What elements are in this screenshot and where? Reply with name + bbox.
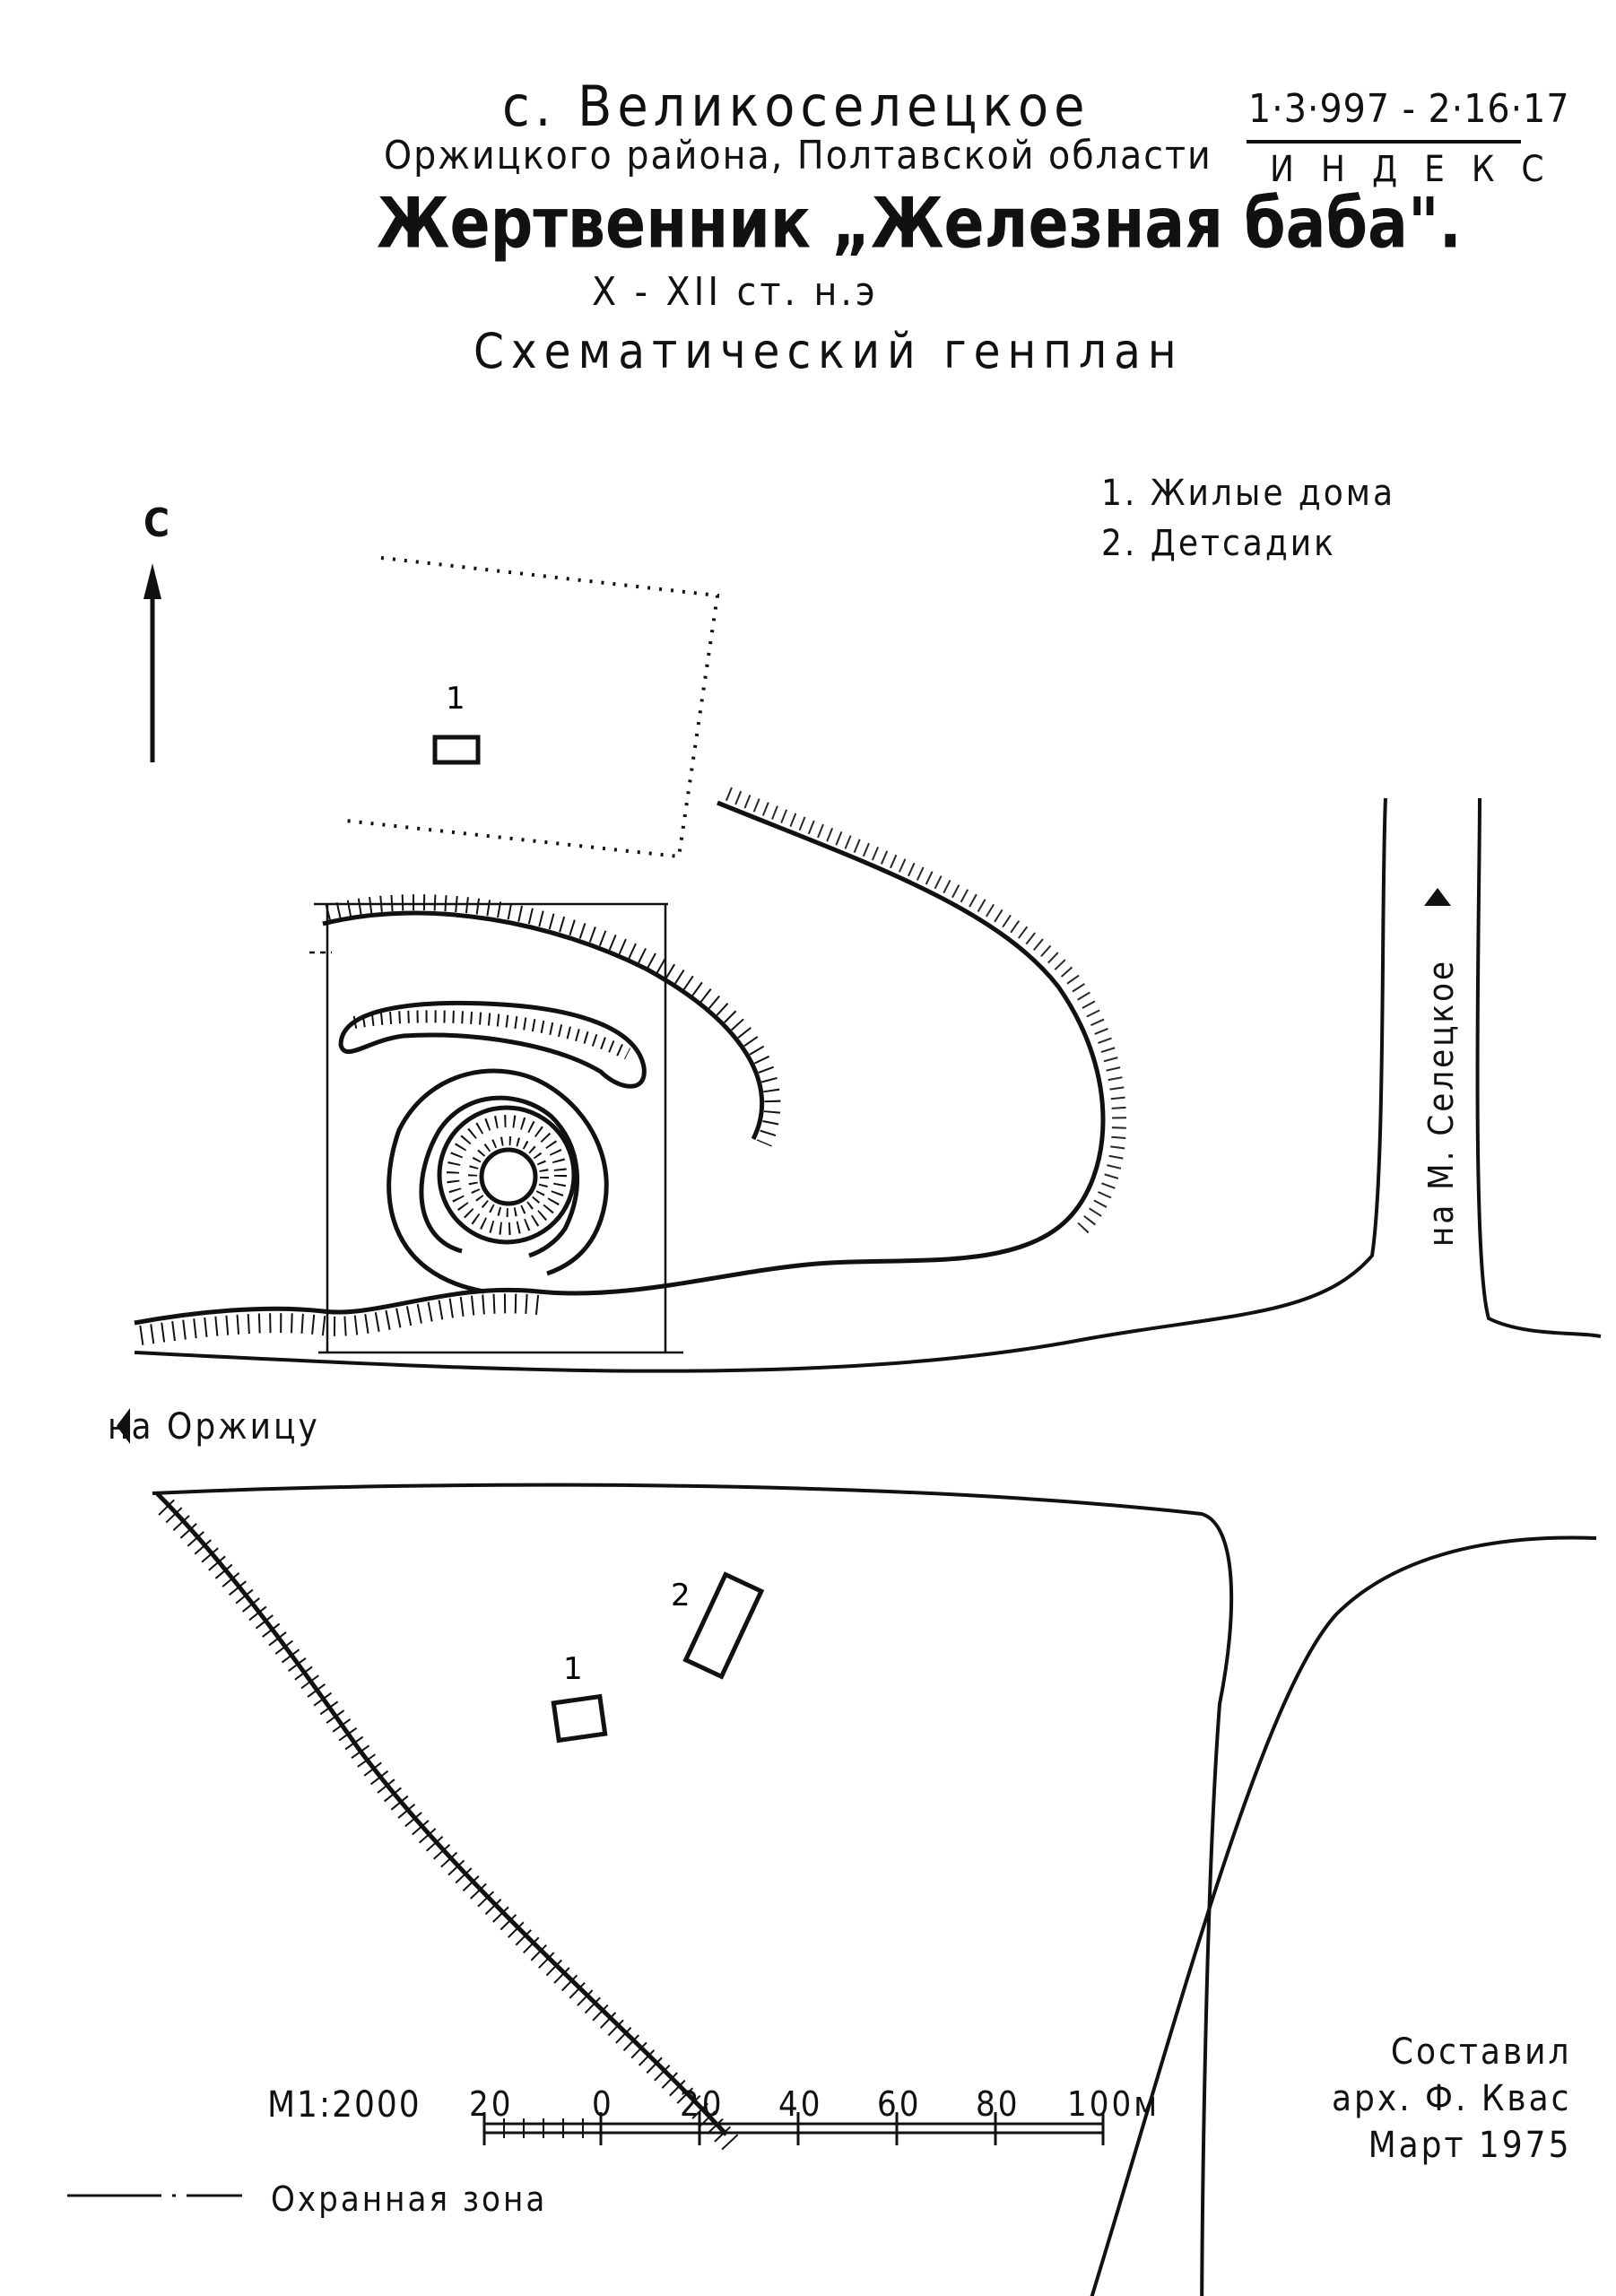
- building-number: 1: [563, 1651, 583, 1687]
- arrow-up-icon: [1424, 888, 1451, 906]
- title-monument: Жертвенник „Железная баба".: [377, 182, 1462, 265]
- scale-tick-label: 20: [680, 2084, 725, 2124]
- title-date: X - XII ст. н.э: [592, 269, 879, 315]
- compiler-line: Составил: [1390, 2031, 1572, 2073]
- title-district: Оржицкого района, Полтавской области: [384, 133, 1212, 178]
- crescent-rampart: [338, 1000, 647, 1089]
- scale-bar: [482, 2112, 1105, 2145]
- legend-item: 2. Детсадик: [1101, 523, 1336, 564]
- north-label: С: [143, 500, 173, 546]
- compiler-line: арх. Ф. Квас: [1332, 2078, 1572, 2119]
- legend: 1. Жилые дома 2. Детсадик: [1101, 468, 1395, 569]
- index-underline: [1247, 140, 1521, 144]
- title-plan: Схематический генплан: [474, 323, 1184, 379]
- compiler-block: Составил арх. Ф. Квас Март 1975: [1332, 2029, 1571, 2169]
- scale-tick-label: 20: [469, 2084, 514, 2124]
- protection-zone-label: Охранная зона: [271, 2179, 548, 2219]
- north-arrow-icon: [143, 563, 161, 762]
- ring-rampart-outer: [387, 1068, 609, 1294]
- road-label-orzhitsa: на Оржицу: [108, 1406, 320, 1448]
- index-code: 1·3·997 - 2·16·17: [1248, 86, 1570, 132]
- ravine-slope: [133, 787, 1126, 1346]
- title-village: с. Великоселецкое: [502, 74, 1090, 139]
- scale-tick-label: 80: [976, 2084, 1021, 2124]
- arrow-left-icon: [117, 1408, 130, 1444]
- yard-boundary: [344, 556, 720, 859]
- scale-tick-label: 100м: [1067, 2084, 1160, 2124]
- building-number: 2: [671, 1578, 691, 1613]
- scale-tick-label: 60: [877, 2084, 922, 2124]
- building-residential: [551, 1693, 608, 1744]
- building-kindergarten: [682, 1571, 765, 1680]
- protection-zone-outline: [309, 902, 683, 1354]
- scale-label: М1:2000: [267, 2084, 421, 2126]
- ring-rampart-inner: [437, 1105, 577, 1245]
- building-number: 1: [446, 681, 465, 717]
- ravine-slope-south: [155, 1492, 743, 2156]
- inner-slope: [322, 894, 781, 1147]
- index-label: ИНДЕКС: [1270, 149, 1571, 190]
- scale-tick-label: 40: [778, 2084, 823, 2124]
- legend-item: 1. Жилые дома: [1101, 473, 1396, 514]
- road-edges: [134, 797, 1602, 2296]
- road-label-m-seletskoe: на М. Селецкое: [1421, 958, 1461, 1247]
- compiler-line: Март 1975: [1368, 2125, 1572, 2166]
- building-residential: [432, 735, 481, 765]
- scale-tick-label: 0: [592, 2084, 614, 2124]
